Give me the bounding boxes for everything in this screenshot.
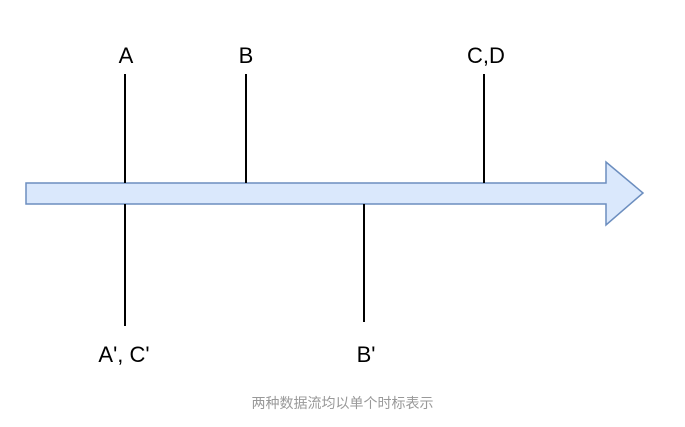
- figure-caption: 两种数据流均以单个时标表示: [251, 396, 434, 412]
- bottom-event-label-b: B': [357, 342, 376, 367]
- bottom-event-label-a-c: A', C': [98, 342, 149, 367]
- time-axis-arrow: [25, 160, 645, 227]
- top-event-label-a: A: [119, 43, 134, 68]
- top-event-label-cd: C,D: [467, 43, 505, 68]
- top-event-label-b: B: [239, 43, 254, 68]
